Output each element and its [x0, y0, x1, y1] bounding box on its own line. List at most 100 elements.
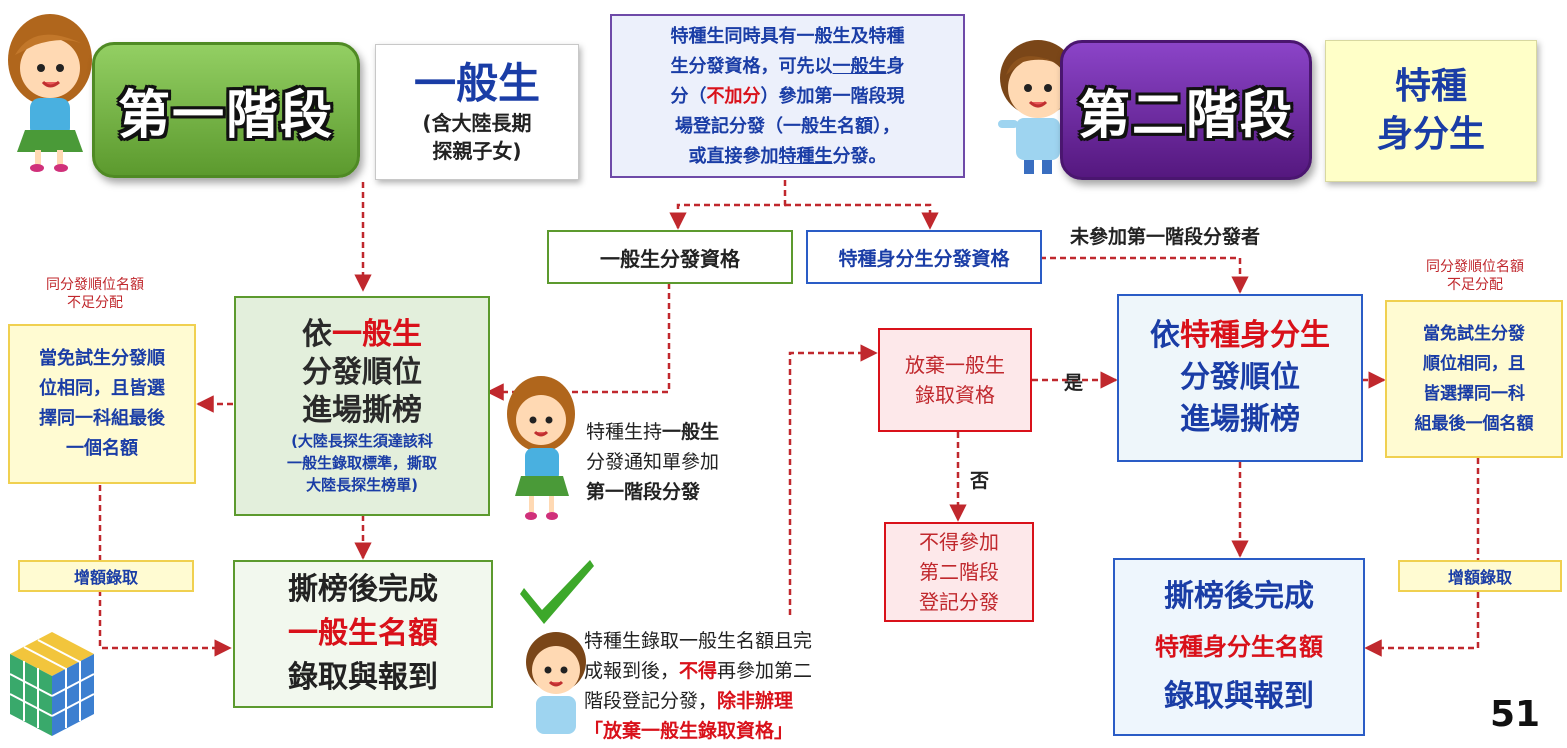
arrow-note-split: [669, 180, 787, 230]
mid-text-line1a: 特種生持: [586, 421, 663, 443]
right-main-line1: 依特種身分生: [1150, 315, 1330, 357]
right-result-line1: 撕榜後完成: [1164, 579, 1314, 614]
top-note-line3: 分（不加分）參加第一階段現: [620, 82, 955, 112]
general-student-sub1: (含大陸長期: [422, 111, 532, 135]
left-side-box-line4: 一個名額: [66, 438, 138, 459]
top-note: 特種生同時具有一般生及特種 生分發資格，可先以一般生身 分（不加分）參加第一階段…: [610, 14, 965, 178]
right-side-box-line1: 當免試生分發: [1423, 324, 1525, 344]
stage2-label: 第二階段: [1060, 40, 1312, 180]
right-side-box-line3: 皆選擇同一科: [1423, 384, 1525, 404]
top-note-line2b: 身: [886, 56, 905, 77]
stage1-label: 第一階段: [92, 42, 360, 178]
top-note-line5b: 分發。: [832, 146, 887, 167]
bottom-text-line3: 階段登記分發，除非辦理: [584, 686, 812, 716]
girl-small-character-icon: [503, 366, 581, 526]
left-main-line1b: 一般生: [332, 317, 422, 352]
girl-character-icon: [5, 0, 105, 175]
right-side-label: 同分發順位名額 不足分配: [1400, 258, 1550, 294]
left-result-line1: 撕榜後完成: [288, 572, 438, 607]
special-qualification-label: 特種身分生分發資格: [838, 247, 1010, 270]
top-note-line1: 特種生同時具有一般生及特種: [670, 26, 905, 47]
left-main-sub3: 大陸長探生榜單): [306, 476, 418, 494]
special-student-line2: 身分生: [1376, 114, 1485, 155]
top-note-line2a: 生分發資格，可先以: [670, 56, 833, 77]
general-qualification-box: 一般生分發資格: [547, 230, 793, 284]
right-result-box: 撕榜後完成 特種身分生名額 錄取與報到: [1113, 558, 1365, 736]
right-main-line1a: 依: [1150, 318, 1180, 353]
bottom-text-line2c: 再參加第二: [717, 660, 813, 682]
decision-no-label: 否: [970, 470, 990, 492]
right-result-line2: 特種身分生名額: [1155, 633, 1323, 661]
special-student-box: 特種 身分生: [1325, 40, 1537, 182]
left-main-line1a: 依: [302, 317, 332, 352]
left-side-box-line1: 當免試生分發順: [39, 348, 165, 369]
left-main-sub1: (大陸長探生須達該科: [291, 432, 433, 450]
give-up-line2: 錄取資格: [915, 383, 995, 407]
top-note-line3a: 分（: [670, 86, 707, 107]
give-up-line1: 放棄一般生: [905, 353, 1005, 377]
right-main-box: 依特種身分生 分發順位 進場撕榜: [1117, 294, 1363, 462]
stage2-title: 第二階段: [1077, 85, 1294, 146]
right-main-line3: 進場撕榜: [1180, 402, 1300, 437]
top-note-line5-underlined: 特種生: [778, 146, 833, 167]
left-side-box-line3: 擇同一科組最後: [39, 408, 165, 429]
top-note-line2: 生分發資格，可先以一般生身: [620, 52, 955, 82]
top-note-line2-underlined: 一般生: [832, 56, 887, 77]
decision-yes-label: 是: [1064, 372, 1084, 394]
left-result-box: 撕榜後完成 一般生名額 錄取與報到: [233, 560, 493, 708]
right-extra-label: 增額錄取: [1447, 568, 1512, 587]
left-main-line3: 進場撕榜: [302, 393, 422, 428]
special-qualification-box: 特種身分生分發資格: [806, 230, 1042, 284]
right-result-line3: 錄取與報到: [1164, 679, 1314, 714]
top-note-line4: 場登記分發（一般生名額），: [675, 116, 900, 137]
left-main-box: 依一般生 分發順位 進場撕榜 (大陸長探生須達該科 一般生錄取標準，撕取 大陸長…: [234, 296, 490, 516]
cube-logo-icon: [6, 628, 98, 740]
bottom-text-line3b: 除非辦理: [717, 690, 794, 712]
boy-check-character-icon: [518, 558, 598, 744]
right-side-box: 當免試生分發 順位相同，且 皆選擇同一科 組最後一個名額: [1385, 300, 1563, 458]
not-joined-label: 未參加第一階段分發者: [1070, 226, 1261, 248]
mid-text: 特種生持一般生 分發通知單參加 第一階段分發: [586, 417, 719, 507]
bottom-text-line3a: 階段登記分發，: [584, 690, 718, 712]
top-note-line3-red: 不加分: [706, 86, 761, 107]
bottom-text: 特種生錄取一般生名額且完 成報到後，不得再參加第二 階段登記分發，除非辦理 「放…: [584, 626, 812, 746]
page-number: 51: [1490, 694, 1541, 735]
right-main-line2: 分發順位: [1180, 360, 1300, 395]
cannot-line3: 登記分發: [919, 590, 999, 614]
top-note-line5: 或直接參加特種生分發。: [620, 142, 955, 172]
left-main-line2: 分發順位: [302, 355, 422, 390]
boy-character-icon: [988, 20, 1088, 180]
bottom-text-line2a: 成報到後，: [584, 660, 680, 682]
cannot-line2: 第二階段: [919, 560, 999, 584]
mid-text-line3: 第一階段分發: [586, 481, 701, 503]
right-main-line1b: 特種身分生: [1180, 318, 1330, 353]
right-extra-box: 增額錄取: [1398, 560, 1562, 592]
right-side-box-line4: 組最後一個名額: [1414, 414, 1534, 434]
bottom-text-line2: 成報到後，不得再參加第二: [584, 656, 812, 686]
right-side-box-line2: 順位相同，且: [1423, 354, 1525, 374]
left-side-box-line2: 位相同，且皆選: [39, 378, 165, 399]
general-qualification-label: 一般生分發資格: [600, 246, 740, 271]
special-student-line1: 特種: [1394, 66, 1467, 107]
left-result-line2: 一般生名額: [288, 616, 438, 651]
mid-text-line1: 特種生持一般生: [586, 417, 719, 447]
left-main-line1: 依一般生: [302, 316, 422, 354]
bottom-text-line1: 特種生錄取一般生名額且完: [584, 630, 813, 652]
bottom-text-line2b: 不得: [679, 660, 718, 682]
left-main-sub2: 一般生錄取標準，撕取: [286, 454, 437, 472]
cannot-box: 不得參加 第二階段 登記分發: [884, 522, 1034, 622]
left-extra-box: 增額錄取: [18, 560, 194, 592]
left-result-line3: 錄取與報到: [288, 660, 438, 695]
right-side-label-line2: 不足分配: [1447, 277, 1503, 293]
left-side-box: 當免試生分發順 位相同，且皆選 擇同一科組最後 一個名額: [8, 324, 196, 484]
arrow-special-qual-to-right-main: [1040, 256, 1249, 294]
left-side-label-line2: 不足分配: [67, 295, 123, 311]
top-note-line5a: 或直接參加: [688, 146, 779, 167]
stage1-title: 第一階段: [117, 85, 334, 146]
give-up-box: 放棄一般生 錄取資格: [878, 328, 1032, 432]
cannot-line1: 不得參加: [919, 530, 999, 554]
left-extra-label: 增額錄取: [73, 568, 138, 587]
bottom-text-line4: 「放棄一般生錄取資格」: [584, 720, 794, 742]
mid-text-line1b: 一般生: [662, 421, 720, 443]
